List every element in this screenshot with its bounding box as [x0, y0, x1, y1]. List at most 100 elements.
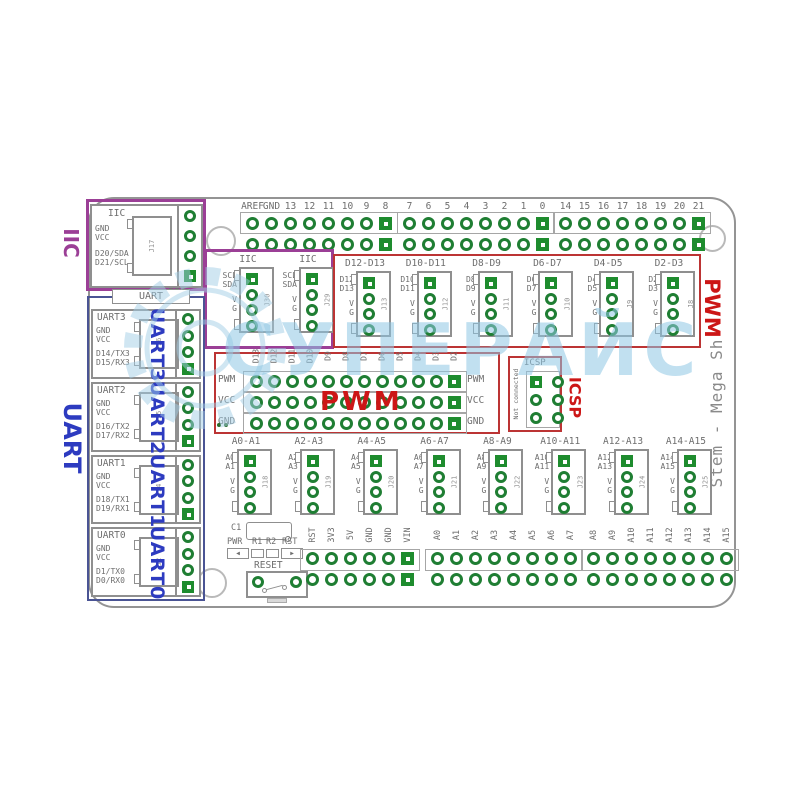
pin-name-label: A0 — [432, 529, 443, 541]
analog-connector: A14-A15 A14 A15 V G J25 — [658, 436, 714, 518]
pin-label: V — [607, 477, 613, 486]
pin-pad — [621, 501, 634, 514]
r2-label: R2 — [266, 537, 277, 547]
header-column: A9 — [603, 522, 622, 590]
pin-pad — [545, 292, 558, 305]
analog-connector: A6-A7 A6 A7 V G J21 — [407, 436, 463, 518]
r1-resistor — [251, 549, 264, 558]
pin-pad — [401, 552, 414, 565]
pwm-row-label: VCC — [467, 395, 485, 406]
pin-pad — [606, 292, 619, 305]
pin-label: A9 — [476, 462, 487, 471]
pin-label: A1 — [225, 462, 235, 471]
pin-pad — [441, 238, 454, 251]
connector-ref: J8 — [686, 299, 695, 309]
pin-pad — [252, 576, 264, 588]
pin-pad — [536, 217, 549, 230]
pin-pad — [552, 412, 564, 424]
pin-pad — [484, 292, 497, 305]
header-column: A3 — [485, 522, 504, 590]
pwm-column-label: D9 — [323, 351, 333, 361]
pin-pad — [182, 491, 194, 504]
pin-pad — [339, 396, 353, 409]
pin-pad — [616, 238, 629, 251]
reset-button-tab — [267, 598, 287, 603]
pin-pad — [683, 501, 696, 514]
pin-label: G — [607, 486, 613, 495]
header-column: 7 — [400, 200, 419, 255]
pin-pad — [536, 238, 549, 251]
pin-number-label: 18 — [635, 201, 648, 212]
pin-pad — [558, 486, 571, 498]
pin-label: A14 — [660, 453, 675, 462]
pin-pad — [182, 458, 194, 471]
connector-ref: J18 — [261, 475, 270, 489]
pin-pad — [306, 470, 319, 483]
pin-pad — [403, 238, 416, 251]
pin-name-label: GND — [364, 527, 375, 543]
pwm-column: D9 — [319, 341, 337, 434]
connector-ref: J13 — [380, 297, 389, 311]
pwm-column: D6 — [373, 341, 391, 434]
pin-label: V — [230, 477, 235, 486]
analog-header-a: A0 A1 A2 A3 A4 — [425, 522, 583, 590]
pin-pad — [363, 573, 376, 586]
pin-pad — [244, 486, 256, 498]
pin-pad — [683, 470, 696, 483]
pin-label: D17/RX2 — [96, 430, 130, 440]
pin-number-label: 15 — [578, 201, 591, 212]
pin-label: A10 — [534, 453, 550, 462]
pin-pad — [403, 217, 416, 230]
fiducial-dot — [224, 423, 228, 427]
pin-pad — [663, 552, 676, 565]
pwm-column: D8 — [337, 341, 355, 434]
pin-pad — [422, 238, 435, 251]
pin-pad — [306, 501, 319, 514]
pin-pad — [701, 573, 714, 586]
pin-pad — [375, 396, 389, 409]
header-column: 14 — [556, 200, 575, 255]
pin-pad — [545, 277, 558, 289]
pwm-column: D5 — [391, 341, 409, 434]
pin-pad — [558, 470, 571, 483]
pin-pad — [344, 552, 357, 565]
header-column: 0 — [533, 200, 552, 255]
pad-column — [175, 529, 199, 595]
pin-label: VCC — [96, 407, 111, 417]
pin-pad — [682, 573, 695, 586]
pin-pad — [587, 552, 600, 565]
pin-pad — [303, 375, 317, 388]
r1-label: R1 — [252, 537, 263, 547]
pin-pad — [369, 486, 382, 498]
pwm-column-label: D8 — [341, 351, 351, 361]
pin-label: A2 — [288, 453, 298, 462]
pin-label: V — [418, 477, 424, 486]
pin-pad — [363, 292, 375, 305]
pin-pad — [306, 304, 318, 316]
iic-block-title: IIC — [108, 208, 126, 219]
pin-pad — [321, 396, 335, 409]
pin-pad — [545, 308, 558, 320]
pwm-row-label: VCC — [218, 395, 236, 406]
pin-pad — [644, 573, 657, 586]
pin-pad — [244, 470, 256, 483]
pin-pad — [479, 238, 492, 251]
pin-pad — [303, 417, 317, 430]
iic-headers-row: IIC SCL SDA V G J30 IIC SCL — [220, 254, 336, 336]
header-column: 16 — [594, 200, 613, 255]
pin-number-label: 13 — [284, 201, 297, 212]
pin-number-label: 0 — [539, 201, 546, 212]
pin-pad — [720, 573, 733, 586]
uart-side-label: UART — [58, 402, 86, 474]
pin-label: G — [470, 308, 476, 317]
pin-pad — [429, 417, 443, 430]
pin-pad — [182, 329, 194, 342]
pin-name-label: A5 — [527, 529, 538, 541]
pin-pad — [673, 238, 686, 251]
pin-label: D19/RX1 — [96, 503, 130, 513]
header-column: 20 — [670, 200, 689, 255]
pin-pad — [244, 455, 256, 467]
uart-port-block: UART3 GND VCC D14/TX3 D15/RX3 J16 UART3 — [91, 308, 201, 382]
pwm-connector: D4-D5 D4 D5 V G J9 — [580, 258, 636, 340]
pwm-connector: D2-D3 D2 D3 V G J8 — [641, 258, 697, 340]
